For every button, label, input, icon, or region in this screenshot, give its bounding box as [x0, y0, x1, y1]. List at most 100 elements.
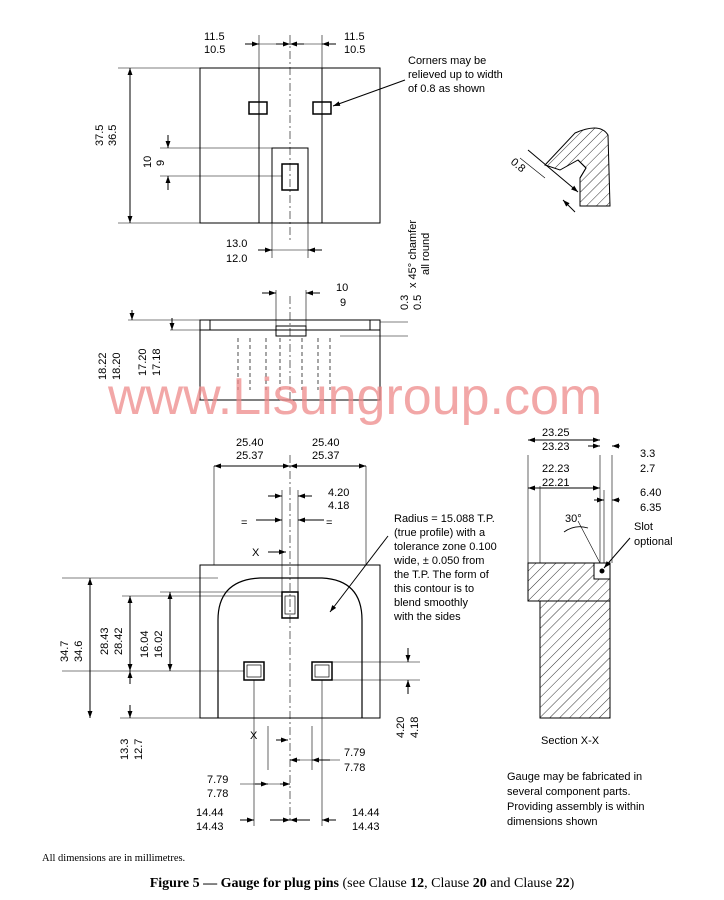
dim-label: 14.43	[196, 821, 224, 833]
dim-label: 10.5	[344, 44, 365, 56]
dim-label: 25.37	[236, 450, 264, 462]
dim-label: 7.79	[207, 774, 228, 786]
corner-note: relieved up to width	[408, 69, 503, 81]
pin-slot-right	[312, 101, 332, 115]
caption-text: (see Clause	[339, 876, 411, 891]
dim-label: 9	[155, 160, 167, 166]
dim-label: 34.7	[59, 641, 71, 662]
side-view-labels: 10 9 0.3 0.5 x 45° chamfer all round 18.…	[97, 220, 432, 380]
dim-label: 34.6	[73, 641, 85, 662]
fab-note: Gauge may be fabricated in	[507, 771, 642, 783]
section-bottom-block	[539, 600, 611, 719]
dim-label: 13.0	[226, 238, 247, 250]
dim-label: 6.40	[640, 487, 661, 499]
dim-label: 0.5	[412, 295, 424, 310]
dim-label: 22.21	[542, 477, 570, 489]
dim-label: 18.20	[111, 352, 123, 380]
caption-clause: 22	[555, 876, 570, 891]
section-labels: 23.25 23.23 22.23 22.21 3.3 2.7 6.40 6.3…	[507, 427, 673, 828]
detail-dim: 0.8	[508, 156, 527, 175]
units-note: All dimensions are in millimetres.	[42, 853, 186, 864]
dim-label: 25.40	[236, 437, 264, 449]
dim-label: 7.78	[344, 762, 365, 774]
section-mark: X	[250, 730, 258, 742]
dim-label: 14.43	[352, 821, 380, 833]
front-view-labels: 25.40 25.37 25.40 25.37 4.20 4.18 = = X …	[59, 437, 497, 833]
figure-caption: Figure 5 — Gauge for plug pins (see Clau…	[0, 876, 724, 892]
section-mark: X	[252, 547, 260, 559]
dim-label: 7.79	[344, 747, 365, 759]
radius-note: blend smoothly	[394, 597, 468, 609]
equal-mark: =	[326, 517, 332, 529]
fab-note: dimensions shown	[507, 816, 598, 828]
dim-label: 28.42	[113, 627, 125, 655]
dim-label: 4.20	[395, 717, 407, 738]
radius-note: this contour is to	[394, 583, 474, 595]
slot-note: optional	[634, 536, 673, 548]
angle-label: 30°	[565, 513, 582, 525]
corner-detail	[519, 127, 611, 213]
dim-label: 4.18	[409, 717, 421, 738]
watermark: www.Lisungroup.com	[107, 368, 602, 426]
radius-note: the T.P. The form of	[394, 569, 490, 581]
caption-text: , Clause	[424, 876, 473, 891]
caption-clause: 12	[410, 876, 425, 891]
dim-label: 16.04	[139, 630, 151, 658]
slot-note: Slot	[634, 521, 653, 533]
radius-note: with the sides	[393, 611, 461, 623]
chamfer-note: all round	[420, 233, 432, 275]
dim-label: 4.20	[328, 487, 349, 499]
radius-note: (true profile) with a	[394, 527, 486, 539]
dim-label: 10	[336, 282, 348, 294]
dim-label: 17.20	[137, 348, 149, 376]
caption-title: Figure 5 — Gauge for plug pins	[149, 876, 340, 891]
fab-note: Providing assembly is within	[507, 801, 645, 813]
dim-label: 13.3	[119, 739, 131, 760]
pin-slot-left	[248, 101, 268, 115]
dim-label: 12.0	[226, 253, 247, 265]
dim-label: 12.7	[133, 739, 145, 760]
corner-note: of 0.8 as shown	[408, 83, 485, 95]
section-title: Section X-X	[541, 735, 600, 747]
caption-text: )	[569, 876, 575, 891]
dim-label: 23.25	[542, 427, 570, 439]
dim-label: 2.7	[640, 463, 655, 475]
dim-label: 10.5	[204, 44, 225, 56]
caption-text: and Clause	[486, 876, 556, 891]
section-view	[527, 437, 631, 719]
dim-label: 14.44	[196, 807, 224, 819]
dim-label: 6.35	[640, 502, 661, 514]
dim-label: 11.5	[344, 31, 365, 43]
dim-label: 17.18	[151, 348, 163, 376]
chamfer-note: x 45° chamfer	[407, 220, 419, 288]
radius-contour	[217, 577, 363, 718]
equal-mark: =	[241, 517, 247, 529]
dim-label: 36.5	[107, 125, 119, 146]
fab-note: several component parts.	[507, 786, 631, 798]
caption-clause: 20	[472, 876, 487, 891]
front-view	[62, 455, 420, 826]
dim-label: 22.23	[542, 463, 570, 475]
top-view-labels: 11.5 10.5 11.5 10.5 37.5 36.5 10 9 13.0 …	[94, 31, 503, 265]
dim-label: 4.18	[328, 500, 349, 512]
dim-label: 14.44	[352, 807, 380, 819]
dim-label: 10	[142, 156, 154, 168]
dim-label: 37.5	[94, 125, 106, 146]
dim-label: 3.3	[640, 448, 655, 460]
dim-label: 9	[340, 297, 346, 309]
dim-label: 0.3	[399, 295, 411, 310]
dim-label: 25.37	[312, 450, 340, 462]
dim-label: 23.23	[542, 441, 570, 453]
radius-note: tolerance zone 0.100	[394, 541, 497, 553]
radius-note: wide, ± 0.050 from	[393, 555, 484, 567]
dim-label: 7.78	[207, 788, 228, 800]
radius-note: Radius = 15.088 T.P.	[394, 513, 495, 525]
dim-label: 16.02	[153, 630, 165, 658]
dim-label: 25.40	[312, 437, 340, 449]
dim-label: 28.43	[99, 627, 111, 655]
dim-label: 18.22	[97, 352, 109, 380]
corner-note: Corners may be	[408, 55, 486, 67]
top-view	[118, 35, 406, 258]
side-view	[128, 290, 408, 401]
